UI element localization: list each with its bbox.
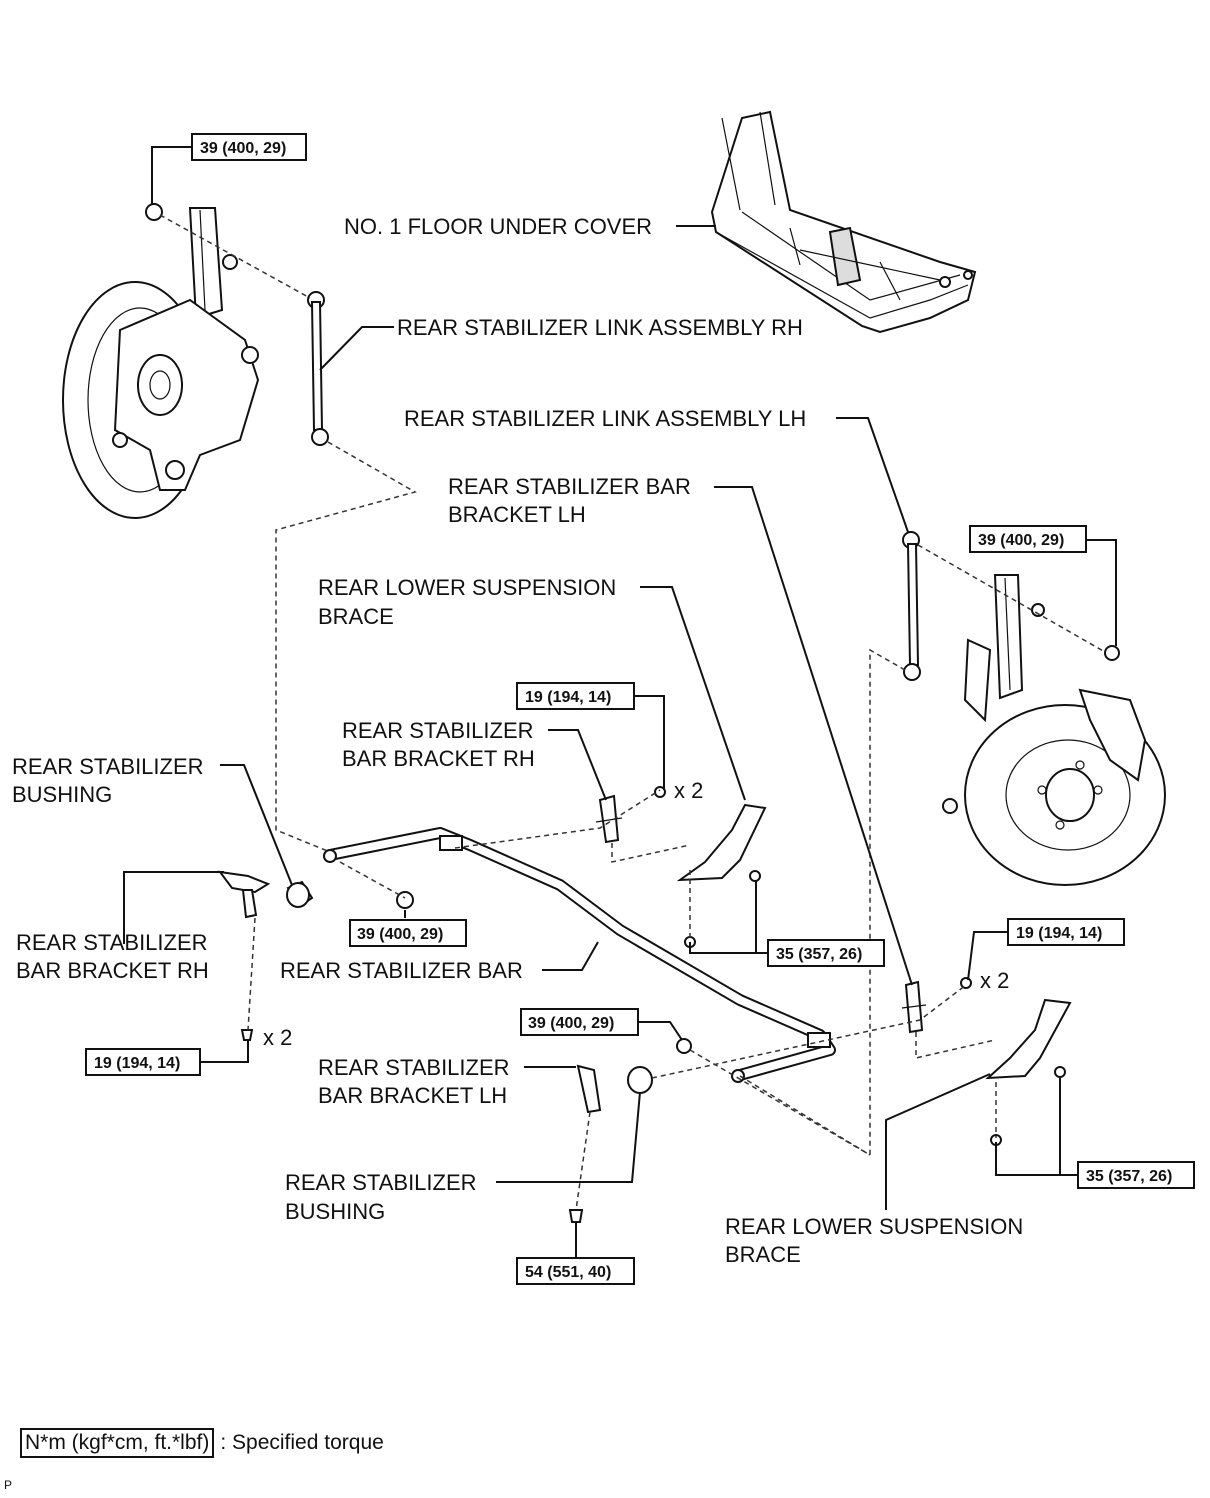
label-link-rh: REAR STABILIZER LINK ASSEMBLY RH	[397, 315, 803, 340]
torque-box: 39 (400, 29)	[969, 525, 1087, 553]
label-bushing-lower-line2: BUSHING	[285, 1199, 385, 1224]
nut-39-center-drawing	[396, 891, 414, 909]
part-labels: NO. 1 FLOOR UNDER COVER REAR STABILIZER …	[12, 214, 1023, 1267]
legend-description: : Specified torque	[220, 1431, 384, 1454]
stabilizer-link-rh-drawing	[307, 291, 329, 446]
label-floor-under-cover: NO. 1 FLOOR UNDER COVER	[344, 214, 652, 239]
label-bracket-lh-top-line1: REAR STABILIZER BAR	[448, 474, 691, 499]
reference-code: P	[4, 1478, 13, 1492]
torque-box: 35 (357, 26)	[1077, 1161, 1195, 1189]
stabilizer-link-lh-drawing	[902, 531, 921, 681]
bracket-rh-mid-drawing	[595, 794, 623, 844]
label-brace-upper-line2: BRACE	[318, 604, 394, 629]
torque-box: 19 (194, 14)	[85, 1048, 201, 1076]
lh-knuckle-drawing	[942, 574, 1166, 886]
stabilizer-bar-drawing	[323, 827, 836, 1083]
label-bracket-rh-left-line2: BAR BRACKET RH	[16, 958, 209, 983]
torque-box: 54 (551, 40)	[516, 1257, 635, 1285]
label-stabilizer-bar: REAR STABILIZER BAR	[280, 958, 523, 983]
label-bracket-rh-left-line1: REAR STABILIZER	[16, 930, 208, 955]
label-bracket-lh-low-line2: BAR BRACKET LH	[318, 1083, 507, 1108]
bracket-lh-low-drawing	[576, 1064, 602, 1114]
label-brace-lower-line2: BRACE	[725, 1242, 801, 1267]
label-bracket-rh-mid-line1: REAR STABILIZER	[342, 718, 534, 743]
torque-value: 19 (194, 14)	[1016, 925, 1102, 942]
torque-value: 39 (400, 29)	[978, 532, 1064, 549]
label-bracket-lh-low-line1: REAR STABILIZER	[318, 1055, 510, 1080]
leader-lines	[123, 146, 1117, 1258]
bushing-lower-drawing	[627, 1038, 692, 1094]
torque-box: 39 (400, 29)	[191, 133, 307, 161]
bracket-lh-right-drawing	[901, 980, 927, 1034]
torque-value: 39 (400, 29)	[357, 926, 443, 943]
brace-lower-drawing	[985, 998, 1072, 1080]
torque-value: 19 (194, 14)	[525, 689, 611, 706]
label-bushing-left-line2: BUSHING	[12, 782, 112, 807]
bushing-left-drawing	[286, 880, 314, 908]
multiplier: x 2	[980, 968, 1009, 993]
torque-value: 54 (551, 40)	[525, 1264, 611, 1281]
torque-box: 35 (357, 26)	[767, 939, 885, 967]
legend-unit-box: N*m (kgf*cm, ft.*lbf)	[20, 1428, 215, 1458]
multiplier: x 2	[263, 1025, 292, 1050]
quantity-multipliers: x 2 x 2 x 2	[263, 778, 1009, 1050]
rh-knuckle-drawing	[62, 207, 260, 519]
label-bushing-left-line1: REAR STABILIZER	[12, 754, 204, 779]
label-bracket-lh-top-line2: BRACKET LH	[448, 502, 586, 527]
torque-value: 35 (357, 26)	[1086, 1168, 1172, 1185]
torque-box: 19 (194, 14)	[516, 682, 635, 710]
label-bracket-rh-mid-line2: BAR BRACKET RH	[342, 746, 535, 771]
brace-upper-drawing	[676, 803, 767, 882]
multiplier: x 2	[674, 778, 703, 803]
label-brace-lower-line1: REAR LOWER SUSPENSION	[725, 1214, 1023, 1239]
torque-spec-boxes: 39 (400, 29) 39 (400, 29) 19 (194, 14) 3…	[85, 133, 1195, 1285]
torque-box: 19 (194, 14)	[1007, 918, 1125, 946]
torque-value: 19 (194, 14)	[94, 1055, 180, 1072]
label-brace-upper-line1: REAR LOWER SUSPENSION	[318, 575, 616, 600]
torque-box: 39 (400, 29)	[349, 919, 467, 947]
floor-under-cover-drawing	[710, 110, 977, 334]
torque-value: 39 (400, 29)	[528, 1015, 614, 1032]
bracket-rh-left-drawing	[217, 870, 271, 919]
torque-value: 39 (400, 29)	[200, 140, 286, 157]
torque-legend: N*m (kgf*cm, ft.*lbf) : Specified torque	[20, 1428, 384, 1458]
torque-box: 39 (400, 29)	[520, 1008, 639, 1036]
label-bushing-lower-line1: REAR STABILIZER	[285, 1170, 477, 1195]
torque-value: 35 (357, 26)	[776, 946, 862, 963]
label-link-lh: REAR STABILIZER LINK ASSEMBLY LH	[404, 406, 806, 431]
alignment-lines	[159, 214, 1106, 1211]
